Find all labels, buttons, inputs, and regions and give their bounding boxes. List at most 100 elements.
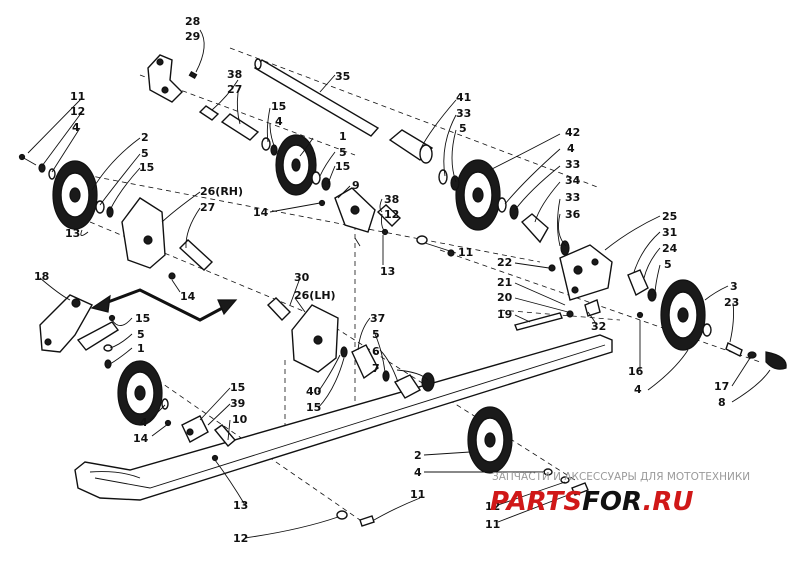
watermark-brand: PARTSFOR.RU [490,487,694,517]
callout-15: 15 [271,100,286,113]
callout-16: 16 [628,365,644,378]
callout-12: 12 [233,532,248,545]
callout-1: 1 [137,342,145,355]
callout-21: 21 [497,276,512,289]
callout-35: 35 [335,70,350,83]
callout-39: 39 [230,397,245,410]
callout-18: 18 [34,270,49,283]
callout-15: 15 [306,401,321,414]
spacer-41 [388,129,434,164]
callout-19: 19 [497,308,512,321]
callout-15: 15 [135,312,150,325]
callout-15: 15 [139,161,154,174]
callout-22: 22 [497,256,512,269]
callout-4: 4 [414,466,422,479]
callout-27: 27 [227,83,242,96]
callout-15: 15 [230,381,245,394]
idler-wheel-3 [636,279,787,370]
idler-wheel-1-upper [275,134,331,196]
callout-26-rh: 26(RH) [200,185,243,198]
callout-15: 15 [335,160,350,173]
callout-33: 33 [565,191,580,204]
callout-11: 11 [485,518,500,531]
callout-5: 5 [459,122,467,135]
slide-rail [74,334,613,501]
callout-11: 11 [458,246,473,259]
callout-6: 6 [372,345,380,358]
callout-29: 29 [185,30,200,43]
callout-30: 30 [294,271,310,284]
callout-5: 5 [137,328,145,341]
callout-4: 4 [140,416,148,429]
callout-8: 8 [718,396,726,409]
callout-34: 34 [565,174,581,187]
callout-13: 13 [65,227,80,240]
callout-37: 37 [370,312,385,325]
watermark-brand-parts: PARTS [490,487,582,517]
callout-27: 27 [200,201,215,214]
callout-13: 13 [233,499,248,512]
callout-13: 13 [380,265,395,278]
callout-41: 41 [456,91,471,104]
callout-1: 1 [339,130,347,143]
leader-lines [27,29,771,539]
callout-33: 33 [565,158,580,171]
callout-12: 12 [70,105,85,118]
callout-11: 11 [70,90,85,103]
callout-42: 42 [565,126,580,139]
callout-4: 4 [634,383,642,396]
callout-5: 5 [339,146,347,159]
callout-5: 5 [372,328,380,341]
callout-3: 3 [730,280,738,293]
callout-14: 14 [253,206,269,219]
callout-26-lh: 26(LH) [294,289,336,302]
callout-36: 36 [565,208,581,221]
callout-4: 4 [275,115,283,128]
suspension-arm-18 [39,294,120,369]
callout-14: 14 [133,432,149,445]
watermark-brand-ru: .RU [642,487,693,517]
callout-25: 25 [662,210,677,223]
callout-9: 9 [352,179,360,192]
callout-12: 12 [485,500,500,513]
callout-33: 33 [456,107,471,120]
part-number-labels: 28 29 38 27 35 15 4 1 5 15 41 33 5 42 4 … [34,15,739,545]
callout-28: 28 [185,15,200,28]
callout-4: 4 [72,121,80,134]
callout-20: 20 [497,291,513,304]
watermark: ЗАПЧАСТИ И АКСЕССУАРЫ ДЛЯ МОТОТЕХНИКИ PA… [490,471,750,517]
mount-bracket-26-rh [121,197,214,280]
watermark-tagline: ЗАПЧАСТИ И АКСЕССУАРЫ ДЛЯ МОТОТЕХНИКИ [492,471,750,483]
idler-wheel-42 [438,159,570,256]
callout-24: 24 [662,242,678,255]
callout-38: 38 [227,68,242,81]
spacer-38-top [198,105,278,156]
callout-32: 32 [591,320,606,333]
callout-38: 38 [384,193,399,206]
callout-23: 23 [724,296,739,309]
idler-wheel-1-lower [117,360,236,462]
shaft-35 [253,58,380,137]
callout-31: 31 [662,226,677,239]
axis-lines [59,47,761,521]
mount-bracket-26-lh [266,297,348,373]
callout-5: 5 [664,258,672,271]
callout-5: 5 [141,147,149,160]
spacer-37 [351,344,435,399]
callout-11: 11 [410,488,425,501]
callout-40: 40 [306,385,322,398]
callout-12: 12 [384,208,399,221]
callout-10: 10 [232,413,248,426]
callout-2: 2 [414,449,422,462]
tensioner-plate-25 [548,244,657,302]
idler-wheel-left-upper [18,153,114,230]
bracket-28 [147,54,198,103]
idler-wheel-2-lower [336,406,589,527]
callout-7: 7 [372,362,380,375]
watermark-brand-for: FOR [582,487,642,517]
double-headed-arrow-icon [90,288,238,322]
callout-4: 4 [567,142,575,155]
callout-2: 2 [141,131,149,144]
callout-14: 14 [180,290,196,303]
